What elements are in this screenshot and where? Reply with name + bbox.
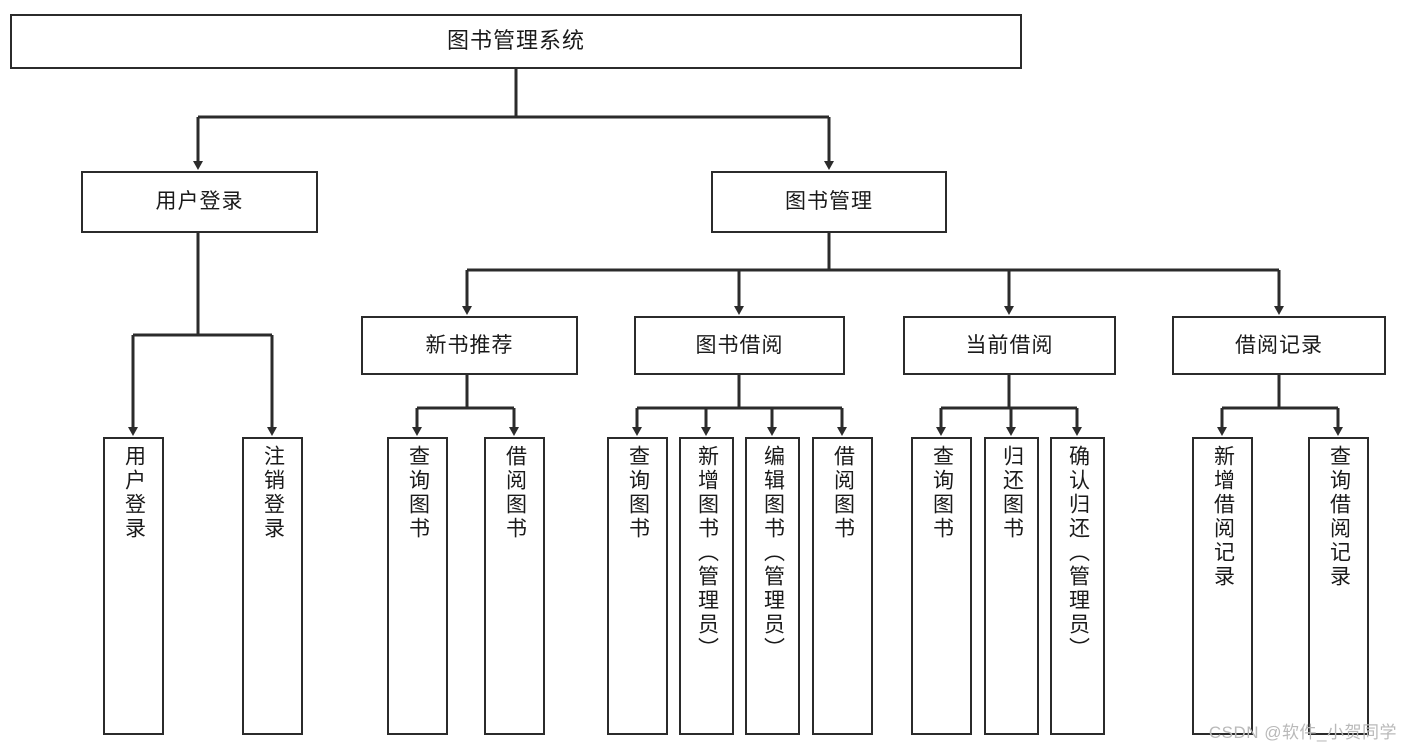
node-book-borrow[interactable]: 图书借阅	[634, 316, 845, 375]
leaf-add-record[interactable]: 新增借阅记录	[1192, 437, 1253, 735]
leaf-add-book[interactable]: 新增图书（管理员）	[679, 437, 734, 735]
leaf-borrow-book-2[interactable]: 借阅图书	[812, 437, 873, 735]
leaf-query-book-1[interactable]: 查询图书	[387, 437, 448, 735]
leaf-borrow-book-1[interactable]: 借阅图书	[484, 437, 545, 735]
edge-group-root	[193, 69, 834, 170]
node-current-borrow-label: 当前借阅	[965, 333, 1054, 357]
leaf-add-book-label: 新增图书（管理员）	[695, 445, 719, 661]
node-root-label: 图书管理系统	[446, 28, 585, 54]
leaf-logout[interactable]: 注销登录	[242, 437, 303, 735]
node-root[interactable]: 图书管理系统	[10, 14, 1022, 69]
leaf-query-book-2[interactable]: 查询图书	[607, 437, 668, 735]
node-borrow-record-label: 借阅记录	[1235, 333, 1323, 357]
leaf-query-record[interactable]: 查询借阅记录	[1308, 437, 1369, 735]
node-user-login-label: 用户登录	[155, 190, 244, 214]
node-borrow-record[interactable]: 借阅记录	[1172, 316, 1386, 375]
node-book-management-label: 图书管理	[785, 190, 873, 214]
node-new-book-recommend-label: 新书推荐	[425, 333, 514, 357]
edge-group-book-borrow-children	[632, 375, 847, 436]
edge-group-current-borrow-children	[936, 375, 1082, 436]
node-book-management[interactable]: 图书管理	[711, 171, 947, 233]
leaf-edit-book-label: 编辑图书（管理员）	[761, 445, 785, 661]
leaf-confirm-return[interactable]: 确认归还（管理员）	[1050, 437, 1105, 735]
node-new-book-recommend[interactable]: 新书推荐	[361, 316, 578, 375]
leaf-confirm-return-label: 确认归还（管理员）	[1066, 445, 1090, 661]
edge-group-new-book-recommend-children	[412, 375, 519, 436]
leaf-query-book-3[interactable]: 查询图书	[911, 437, 972, 735]
leaf-query-book-1-label: 查询图书	[406, 445, 430, 541]
node-current-borrow[interactable]: 当前借阅	[903, 316, 1116, 375]
edge-group-user-login-children	[128, 233, 277, 436]
leaf-add-record-label: 新增借阅记录	[1211, 445, 1235, 589]
leaf-user-login[interactable]: 用户登录	[103, 437, 164, 735]
leaf-return-book-label: 归还图书	[1000, 445, 1024, 541]
node-user-login[interactable]: 用户登录	[81, 171, 318, 233]
leaf-query-record-label: 查询借阅记录	[1327, 445, 1351, 589]
leaf-borrow-book-2-label: 借阅图书	[831, 445, 855, 541]
leaf-logout-label: 注销登录	[261, 445, 285, 541]
leaf-query-book-3-label: 查询图书	[930, 445, 954, 541]
leaf-edit-book[interactable]: 编辑图书（管理员）	[745, 437, 800, 735]
leaf-return-book[interactable]: 归还图书	[984, 437, 1039, 735]
leaf-query-book-2-label: 查询图书	[626, 445, 650, 541]
leaf-borrow-book-1-label: 借阅图书	[503, 445, 527, 541]
node-book-borrow-label: 图书借阅	[695, 333, 784, 357]
watermark: CSDN @软件_小贺同学	[1208, 723, 1397, 742]
leaf-user-login-label: 用户登录	[122, 445, 146, 541]
edge-group-book-management	[462, 233, 1284, 315]
edge-group-borrow-record-children	[1217, 375, 1343, 436]
